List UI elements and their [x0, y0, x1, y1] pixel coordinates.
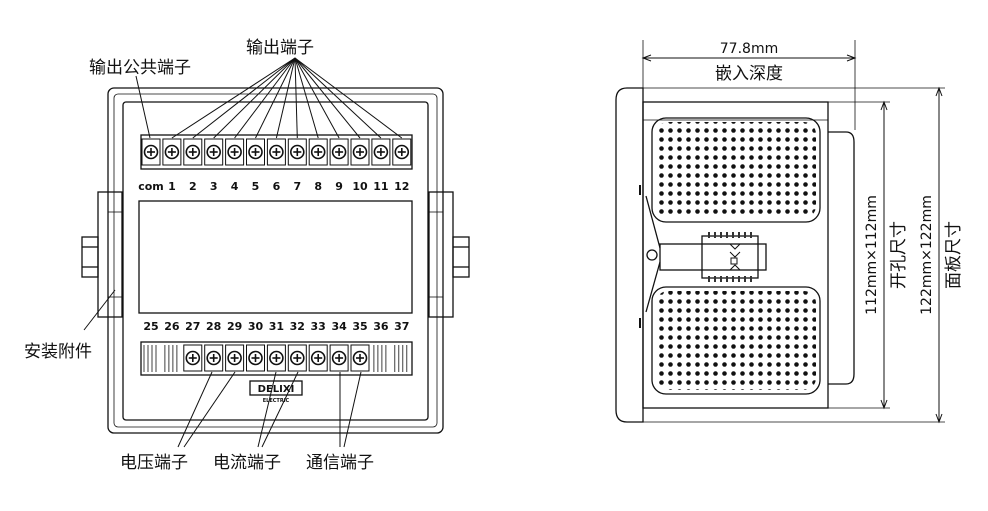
bottom-terminal-number: 33	[311, 320, 326, 333]
bottom-terminal-screw	[183, 344, 203, 372]
top-terminal-number: 10	[352, 180, 368, 193]
bottom-terminal-empty	[143, 345, 157, 372]
bottom-terminal-empty	[373, 345, 387, 372]
label-output-common: 输出公共端子	[89, 58, 191, 78]
bottom-terminal-number: 28	[206, 320, 221, 333]
top-terminal-screw	[350, 138, 370, 166]
top-terminals	[141, 138, 412, 166]
front-view	[81, 87, 470, 434]
top-terminal-screw	[183, 138, 203, 166]
top-terminal-number: 8	[314, 180, 322, 193]
bottom-terminal-screw	[350, 344, 370, 372]
logo-text: DELIXI	[258, 384, 295, 395]
housing	[642, 101, 829, 409]
top-terminal-number: 1	[168, 180, 176, 193]
logo-subtext: ELECTRIC	[263, 398, 290, 404]
mounting-clip-right	[428, 191, 470, 318]
bottom-terminal-block	[140, 341, 413, 376]
bottom-terminal-screw	[308, 344, 328, 372]
top-terminal-number: 7	[293, 180, 301, 193]
top-terminal-screw	[246, 138, 265, 166]
rear-bracket	[828, 131, 855, 385]
bottom-terminal-number: 31	[269, 320, 284, 333]
label-current: 电流端子	[213, 453, 281, 473]
top-terminal-number: 12	[394, 180, 409, 193]
bottom-terminals	[143, 344, 408, 372]
top-terminal-number: 6	[273, 180, 281, 193]
label-output-terminals: 输出端子	[246, 38, 314, 58]
top-terminal-number: 3	[210, 180, 218, 193]
display-window	[138, 200, 413, 314]
top-terminal-screw	[204, 138, 224, 166]
depth-label: 嵌入深度	[715, 64, 783, 84]
bottom-terminal-number: 36	[373, 320, 389, 333]
bottom-terminal-number: 32	[290, 320, 305, 333]
bottom-terminal-number: 34	[331, 320, 347, 333]
logo-box	[249, 380, 303, 396]
bottom-terminal-number: 27	[185, 320, 200, 333]
bottom-terminal-empty	[164, 345, 178, 372]
bottom-terminal-screw	[329, 344, 349, 372]
front-panel-edge	[615, 87, 644, 423]
cutout-label: 开孔尺寸	[889, 221, 909, 289]
bottom-terminal-number: 37	[394, 320, 409, 333]
cutout-value: 112mm×112mm	[864, 195, 880, 315]
top-terminal-screw	[392, 138, 412, 166]
label-comm: 通信端子	[306, 453, 374, 473]
bottom-terminal-number: 35	[352, 320, 367, 333]
bottom-terminal-numbers: 25 26 27 28 29 30 31 32 33 34 35 36 37	[143, 320, 409, 333]
bottom-terminal-screw	[204, 344, 224, 372]
bottom-terminal-screw	[287, 344, 307, 372]
leader-lines-front	[83, 57, 403, 448]
top-terminal-screw	[141, 138, 161, 166]
bottom-terminal-screw	[225, 344, 245, 372]
top-terminal-screw	[266, 138, 286, 166]
bottom-terminal-screw	[246, 344, 265, 372]
bottom-terminal-empty	[394, 345, 408, 372]
top-terminal-screw	[287, 138, 307, 166]
top-terminal-screw	[308, 138, 328, 166]
top-terminal-screw	[225, 138, 245, 166]
top-terminal-number: 9	[335, 180, 343, 193]
top-terminal-number: 5	[252, 180, 260, 193]
panel-value: 122mm×122mm	[919, 195, 935, 315]
bottom-terminal-number: 26	[164, 320, 180, 333]
top-terminal-number: 2	[189, 180, 197, 193]
top-terminal-screw	[329, 138, 349, 166]
dimension-lines	[627, 40, 945, 424]
label-mounting: 安装附件	[24, 342, 92, 362]
top-terminal-number: com	[138, 180, 164, 193]
top-terminal-number: 4	[231, 180, 239, 193]
top-terminal-block	[140, 134, 413, 170]
vent-grille-bottom	[651, 286, 821, 395]
mounting-clip-side	[645, 195, 767, 313]
mounting-clip-left	[81, 191, 123, 318]
bottom-terminal-number: 25	[143, 320, 158, 333]
bottom-terminal-screw	[266, 344, 286, 372]
top-terminal-screw	[162, 138, 182, 166]
top-terminal-number: 11	[373, 180, 388, 193]
bottom-terminal-number: 30	[248, 320, 264, 333]
bottom-terminal-number: 29	[227, 320, 242, 333]
label-voltage: 电压端子	[120, 453, 188, 473]
side-view	[615, 87, 855, 423]
panel-label: 面板尺寸	[944, 221, 964, 289]
top-terminal-screw	[371, 138, 391, 166]
depth-value: 77.8mm	[720, 41, 778, 57]
vent-grille-top	[651, 117, 821, 223]
